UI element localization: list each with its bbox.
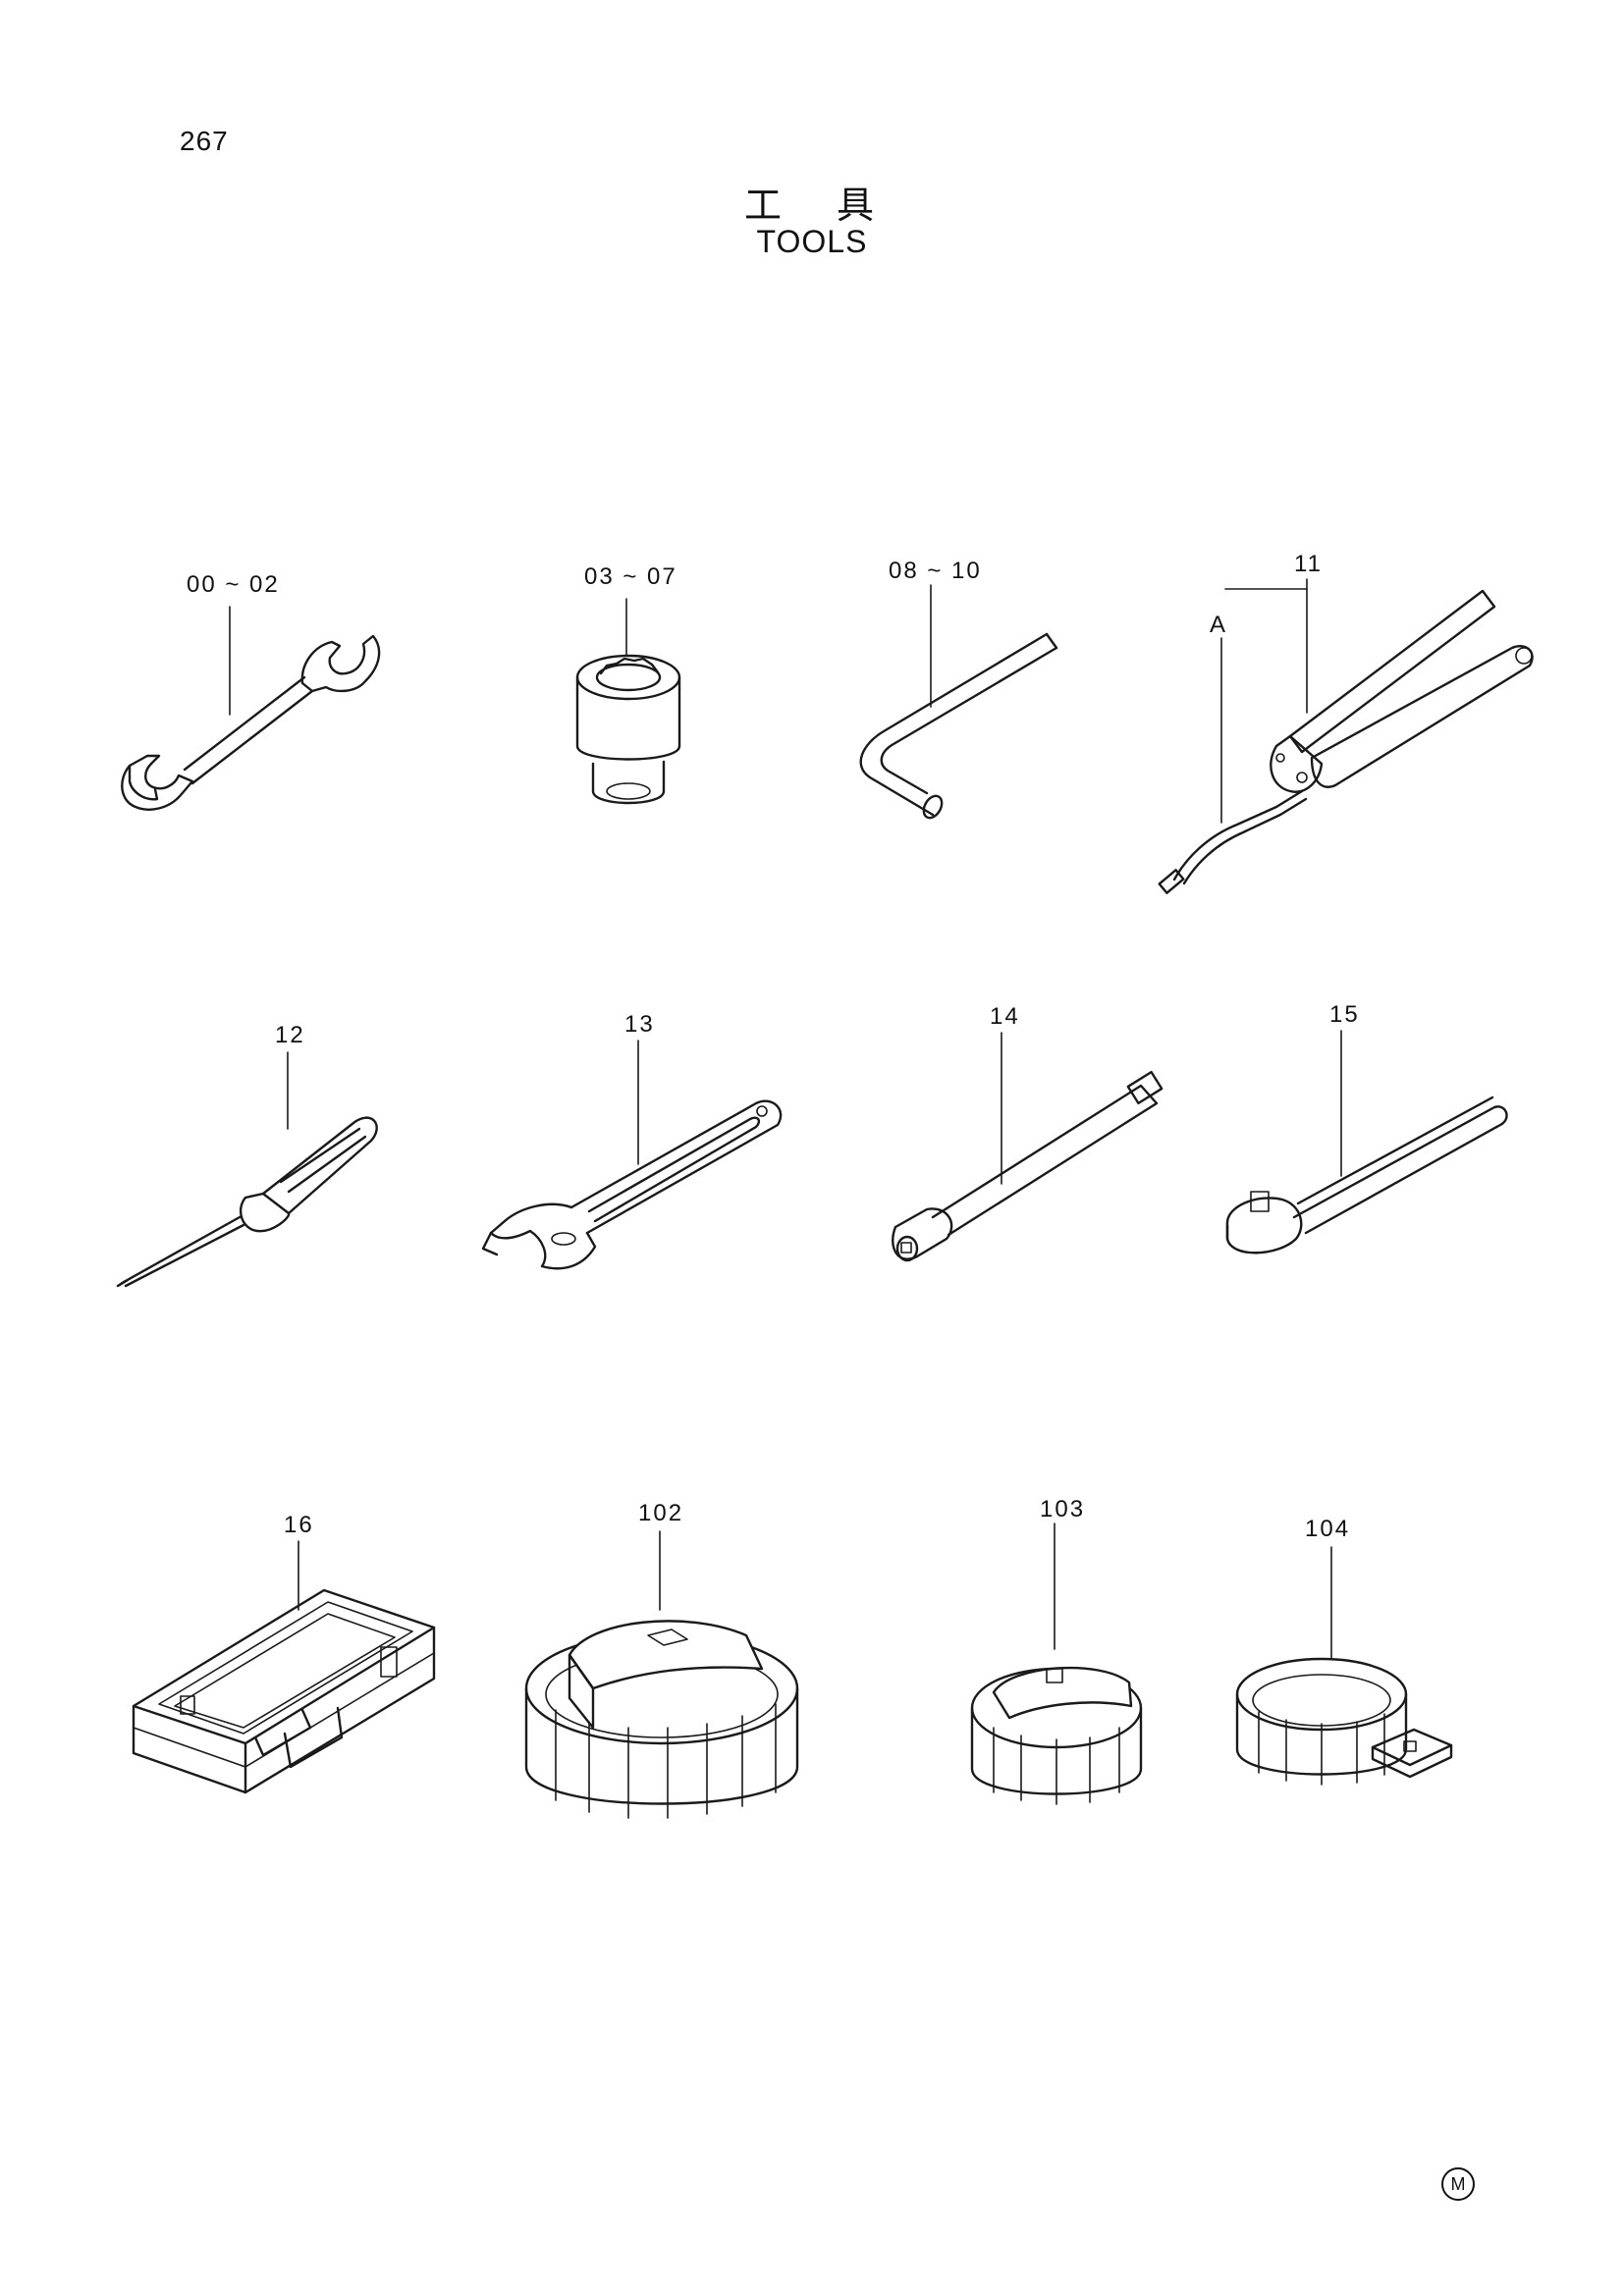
- grease-gun-icon: [1158, 578, 1534, 894]
- callout-label-14: 14: [990, 1003, 1020, 1030]
- callout-label-16: 16: [284, 1512, 314, 1538]
- page-title-japanese: 工 具: [743, 184, 896, 227]
- tool-box-icon: [132, 1540, 436, 1794]
- extension-bar-icon: [892, 1032, 1164, 1262]
- socket-icon: [575, 598, 681, 805]
- callout-label-102: 102: [638, 1500, 684, 1526]
- callout-label-00-02: 00 ~ 02: [187, 571, 280, 598]
- hex-key-icon: [859, 584, 1058, 820]
- callout-label-104: 104: [1305, 1516, 1351, 1542]
- callout-label-15: 15: [1329, 1001, 1360, 1028]
- page-title: TOOLS: [756, 224, 868, 259]
- filter-wrench-small-icon: [970, 1522, 1143, 1805]
- callout-label-11: 11: [1294, 551, 1323, 577]
- page-number: 267: [180, 126, 229, 156]
- callout-label-08-10: 08 ~ 10: [889, 558, 982, 584]
- open-end-wrench-icon: [121, 606, 381, 811]
- callout-label-103: 103: [1040, 1496, 1086, 1522]
- callout-label-a: A: [1210, 612, 1228, 638]
- adjustable-wrench-icon: [481, 1040, 783, 1270]
- filter-band-wrench-icon: [1235, 1546, 1453, 1786]
- callout-label-12: 12: [275, 1022, 305, 1048]
- screwdriver-icon: [116, 1051, 378, 1288]
- callout-label-03-07: 03 ~ 07: [584, 563, 677, 590]
- callout-label-13: 13: [624, 1011, 655, 1038]
- filter-wrench-large-icon: [524, 1530, 799, 1819]
- manufacturer-mark: M: [1441, 2167, 1475, 2201]
- ratchet-handle-icon: [1225, 1030, 1508, 1255]
